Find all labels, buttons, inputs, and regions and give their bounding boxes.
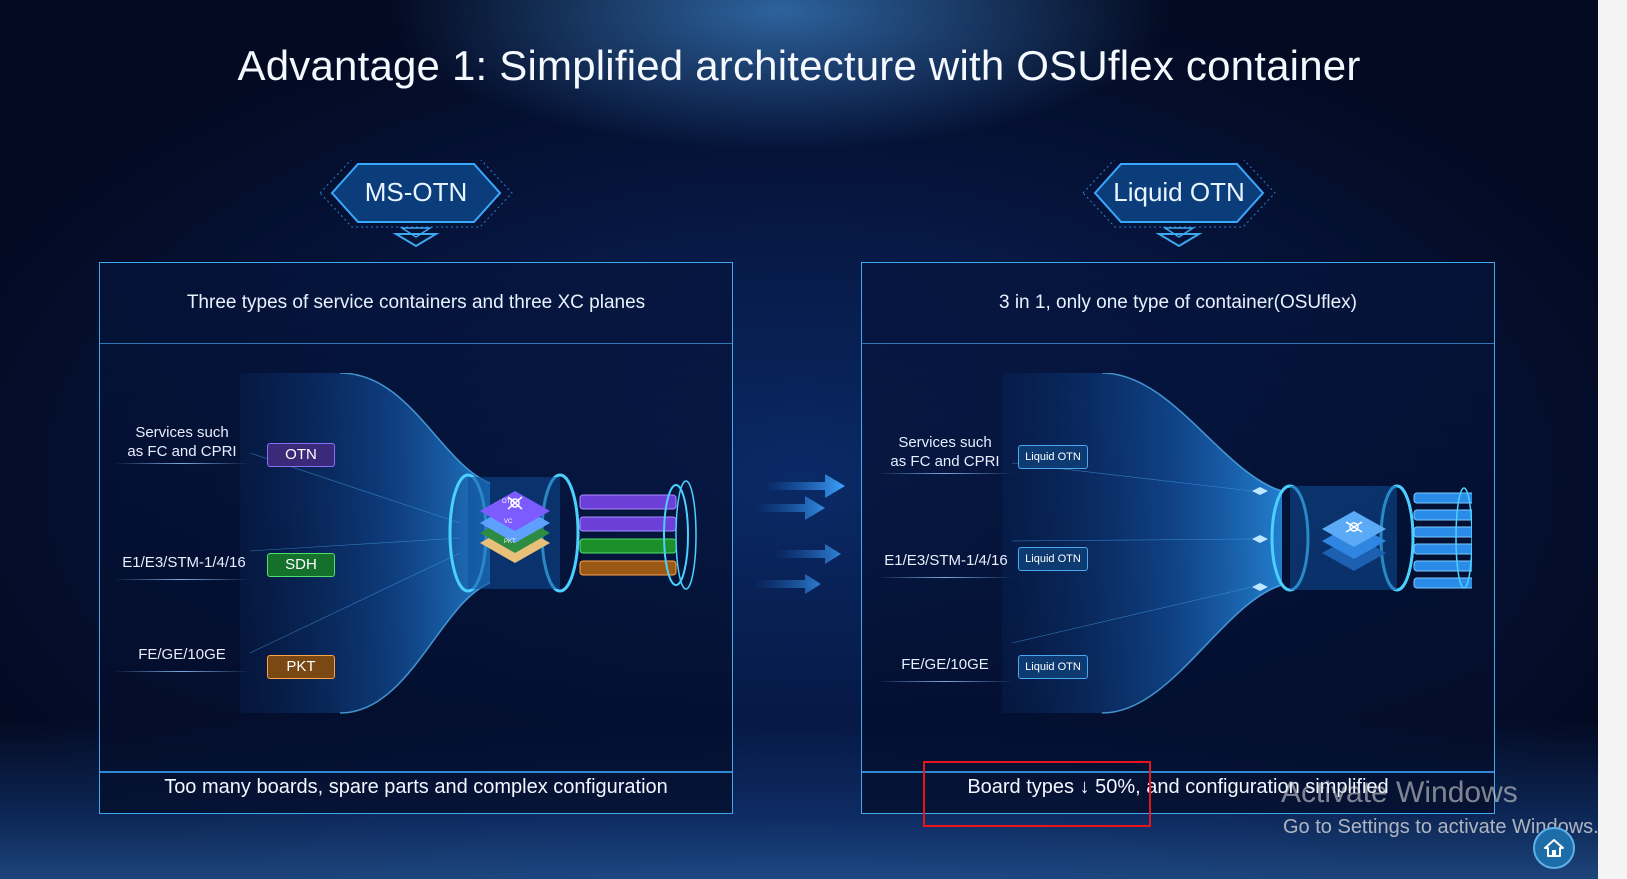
home-button[interactable] <box>1533 827 1575 869</box>
badge-hexagon-icon <box>1082 160 1276 248</box>
stack-label: OTN <box>502 499 515 505</box>
panel-footer: Too many boards, spare parts and complex… <box>164 776 668 798</box>
panel-footer: Board types ↓ 50%, and configuration sim… <box>967 776 1389 798</box>
stack-label: VC <box>504 519 513 525</box>
crossconnect-icon <box>507 496 523 510</box>
divider <box>100 771 732 773</box>
divider <box>862 343 1494 344</box>
activate-windows-watermark: Activate Windows <box>1281 776 1518 809</box>
liquid-otn-badge: Liquid OTN <box>1073 160 1285 248</box>
badge-hexagon-icon <box>319 160 513 248</box>
arrow-right-icon <box>755 474 845 594</box>
home-icon <box>1544 839 1564 857</box>
badge-label: Liquid OTN <box>1113 177 1245 207</box>
panel-header: Three types of service containers and th… <box>186 292 646 313</box>
stack-label: PKT <box>504 539 516 545</box>
divider <box>100 343 732 344</box>
service-label: E1/E3/STM-1/4/16 <box>884 552 1008 569</box>
sdh-tag: SDH <box>267 553 335 577</box>
slide-title: Advantage 1: Simplified architecture wit… <box>237 42 1361 89</box>
funnel-graphic: OTN VC PKT <box>240 373 697 714</box>
service-label: E1/E3/STM-1/4/16 <box>122 554 246 571</box>
liquid-otn-tag: Liquid OTN <box>1018 655 1088 679</box>
ms-otn-badge: MS-OTN <box>310 160 522 248</box>
liquid-otn-tag: Liquid OTN <box>1018 547 1088 571</box>
otn-tag: OTN <box>267 443 335 467</box>
divider <box>114 671 250 672</box>
highlight-box <box>923 761 1151 827</box>
divider <box>114 579 250 580</box>
ms-otn-panel: Three types of service containers and th… <box>99 262 733 814</box>
panel-header: 3 in 1, only one type of container(OSUfl… <box>998 292 1358 313</box>
activate-windows-hint: Go to Settings to activate Windows. <box>1283 816 1599 838</box>
screen-edge <box>1598 0 1627 879</box>
pkt-tag: PKT <box>267 655 335 679</box>
divider <box>862 771 1494 773</box>
liquid-otn-panel: 3 in 1, only one type of container(OSUfl… <box>861 262 1495 814</box>
divider <box>114 463 250 464</box>
badge-label: MS-OTN <box>364 177 468 207</box>
crossconnect-icon <box>1345 521 1363 533</box>
divider <box>876 577 1014 578</box>
divider <box>876 473 1014 474</box>
service-label: FE/GE/10GE <box>901 656 989 673</box>
service-label: FE/GE/10GE <box>138 646 226 663</box>
liquid-otn-tag: Liquid OTN <box>1018 445 1088 469</box>
divider <box>876 681 1014 682</box>
